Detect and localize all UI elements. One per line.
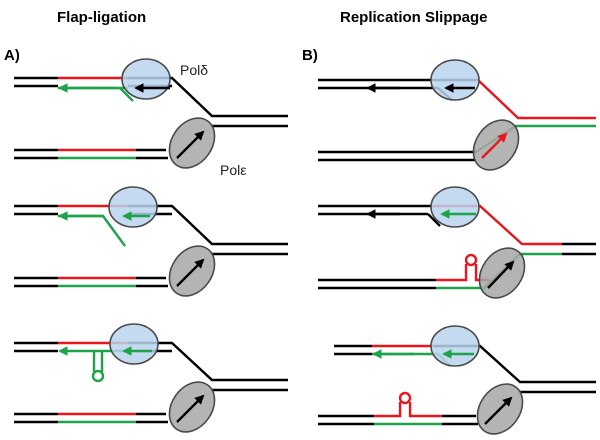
pol-delta-enzyme	[430, 59, 480, 101]
pol-delta-enzyme	[121, 58, 171, 100]
panel-label-a: A)	[4, 47, 20, 64]
pol-delta-enzyme	[109, 323, 159, 365]
pol-delta-enzyme	[430, 325, 480, 367]
title-replication-slippage: Replication Slippage	[340, 9, 488, 26]
panel-label-b: B)	[302, 47, 318, 64]
pol-delta-enzyme	[108, 186, 158, 228]
pol-epsilon-label: Polε	[220, 162, 246, 178]
pol-delta-label: Polδ	[180, 62, 208, 78]
panel-a-step-3	[14, 323, 288, 433]
panel-b-step-2	[318, 186, 596, 299]
pol-delta-enzyme	[430, 186, 480, 228]
green-hairpin-loop	[91, 369, 105, 383]
red-hairpin-loop	[398, 391, 412, 405]
panel-a-step-1	[14, 58, 288, 169]
panel-b-step-3	[318, 325, 596, 435]
panel-a-step-2	[14, 186, 288, 297]
panel-b-step-1	[318, 59, 596, 171]
title-flap-ligation: Flap-ligation	[57, 9, 146, 26]
red-hairpin-loop	[464, 253, 478, 267]
